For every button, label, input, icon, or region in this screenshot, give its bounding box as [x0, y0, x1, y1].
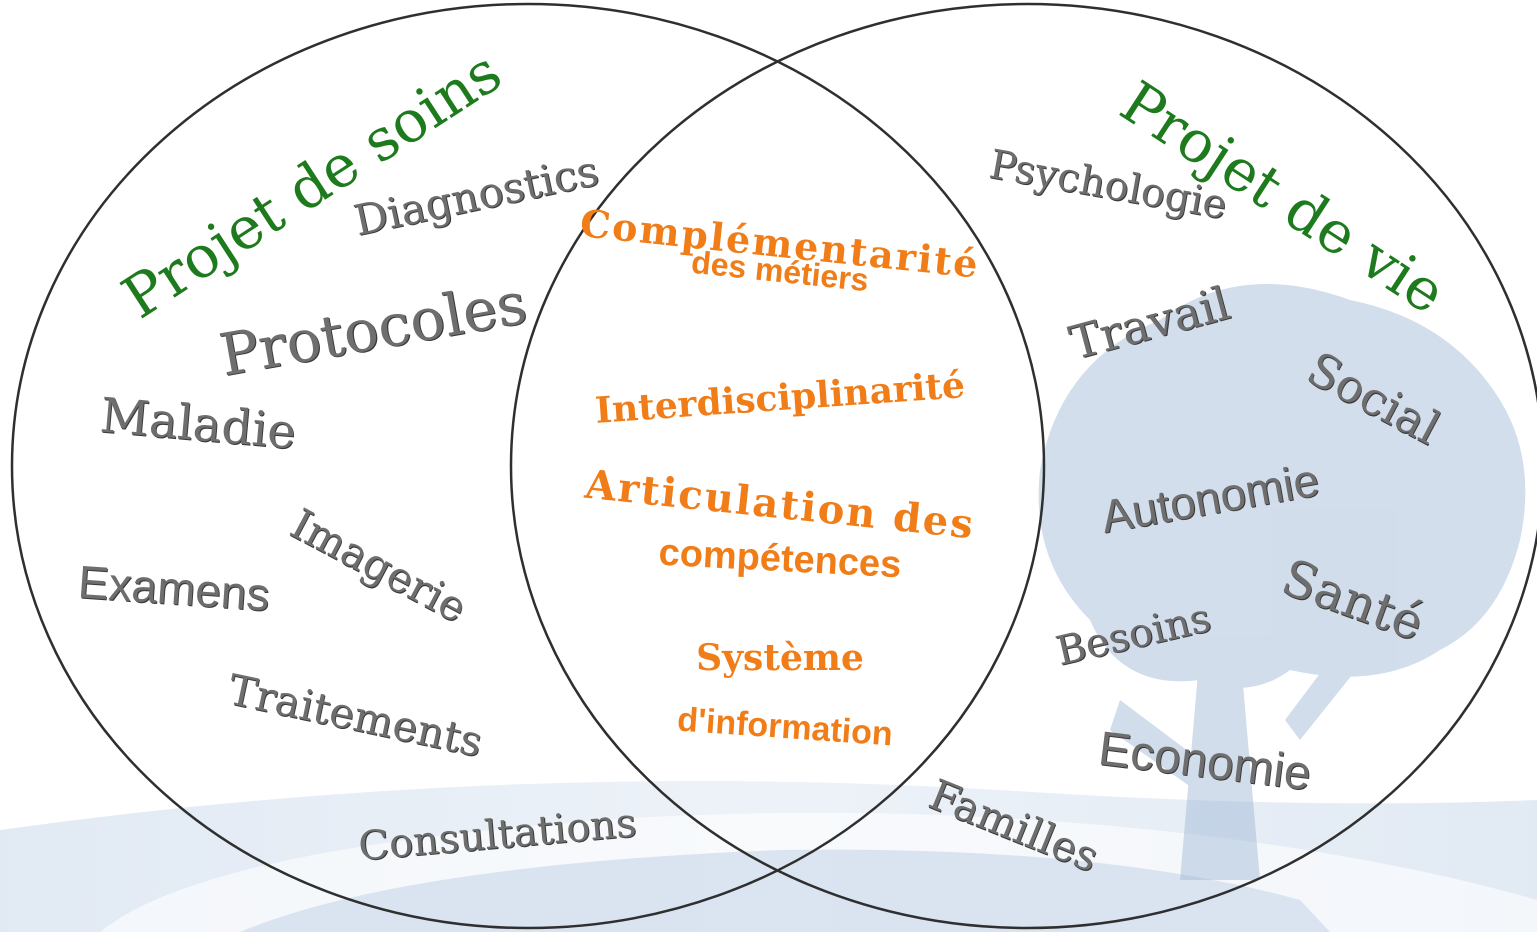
- tree-watermark: [1038, 284, 1526, 880]
- right-circle: [509, 2, 1537, 930]
- left-circle: [10, 2, 1046, 930]
- intersection-systeme: Système: [696, 637, 864, 679]
- word-examens: Examens: [76, 555, 272, 621]
- swirl-watermark: [0, 781, 1537, 932]
